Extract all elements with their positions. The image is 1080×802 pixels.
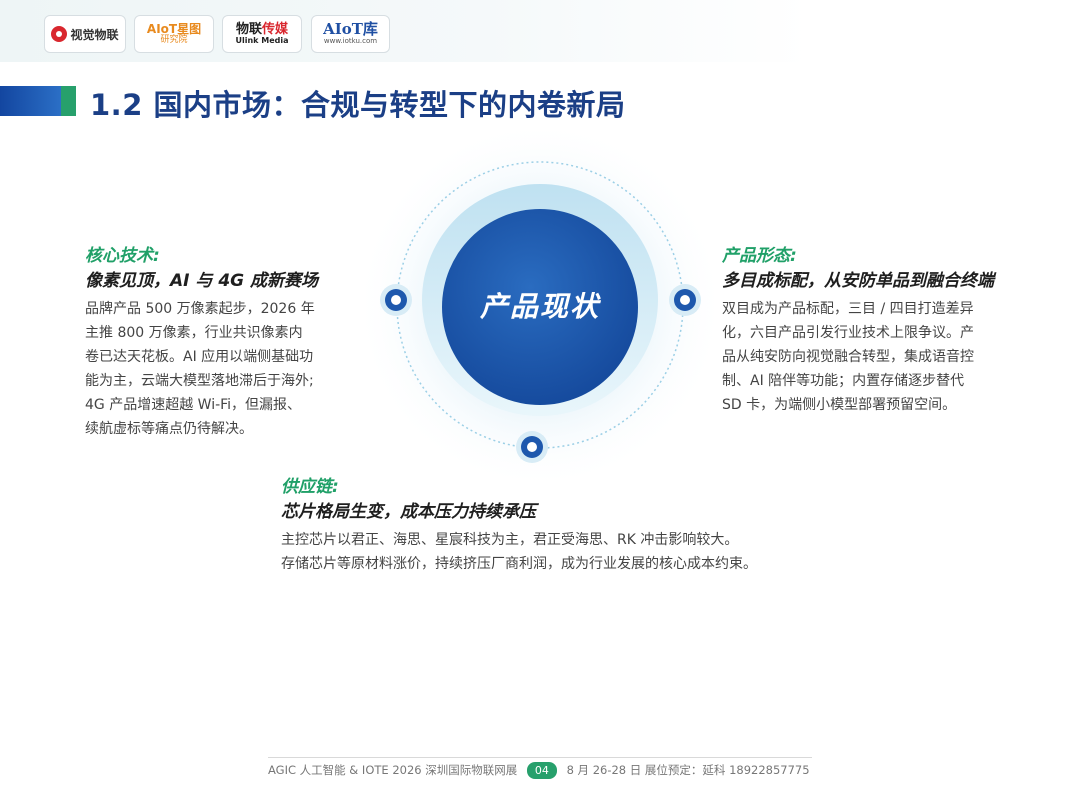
- title-accent-blue: [0, 86, 61, 116]
- footer-event: AGIC 人工智能 & IOTE 2026 深圳国际物联网展: [268, 763, 518, 777]
- product-form-section: 产品形态: 多目成标配，从安防单品到融合终端 双目成为产品标配，三目 / 四目打…: [722, 245, 1052, 417]
- footer: AGIC 人工智能 & IOTE 2026 深圳国际物联网展 04 8 月 26…: [268, 762, 812, 780]
- core-tech-section: 核心技术: 像素见顶，AI 与 4G 成新赛场 品牌产品 500 万像素起步，2…: [85, 245, 355, 441]
- core-tech-kicker: 核心技术:: [85, 246, 160, 266]
- logo-wulian-chuanmei[interactable]: 物联传媒 Ulink Media: [222, 15, 302, 53]
- page-number: 04: [526, 762, 557, 779]
- page-title: 1.2 国内市场：合规与转型下的内卷新局: [90, 88, 626, 122]
- center-circle: [442, 209, 638, 405]
- supply-chain-section: 供应链: 芯片格局生变，成本压力持续承压 主控芯片以君正、海思、星宸科技为主，君…: [281, 476, 841, 576]
- eye-logo-icon: [51, 26, 68, 42]
- node-left: [380, 284, 412, 316]
- product-form-kicker: 产品形态:: [722, 246, 797, 266]
- product-form-heading: 多目成标配，从安防单品到融合终端: [722, 271, 994, 291]
- supply-chain-heading: 芯片格局生变，成本压力持续承压: [281, 502, 536, 522]
- footer-contact: 8 月 26-28 日 展位预定：延科 18922857775: [566, 763, 810, 777]
- node-right: [669, 284, 701, 316]
- logo-aiot-xingtu[interactable]: AIoT星图 研究院: [134, 15, 214, 53]
- title-accent-green: [61, 86, 76, 116]
- logo-shijue-wulian[interactable]: 视觉物联: [44, 15, 126, 53]
- node-bottom: [516, 431, 548, 463]
- product-form-body: 双目成为产品标配，三目 / 四目打造差异 化，六目产品引发行业技术上限争议。产 …: [722, 301, 974, 413]
- supply-chain-body: 主控芯片以君正、海思、星宸科技为主，君正受海思、RK 冲击影响较大。 存储芯片等…: [281, 532, 757, 572]
- supply-chain-kicker: 供应链:: [281, 477, 339, 497]
- core-tech-heading: 像素见顶，AI 与 4G 成新赛场: [85, 271, 319, 291]
- footer-divider: [268, 757, 812, 758]
- logo-aiot-ku[interactable]: AIoT库 www.iotku.com: [311, 15, 390, 53]
- core-tech-body: 品牌产品 500 万像素起步，2026 年 主推 800 万像素，行业共识像素内…: [85, 301, 315, 437]
- center-label: 产品现状: [479, 290, 600, 323]
